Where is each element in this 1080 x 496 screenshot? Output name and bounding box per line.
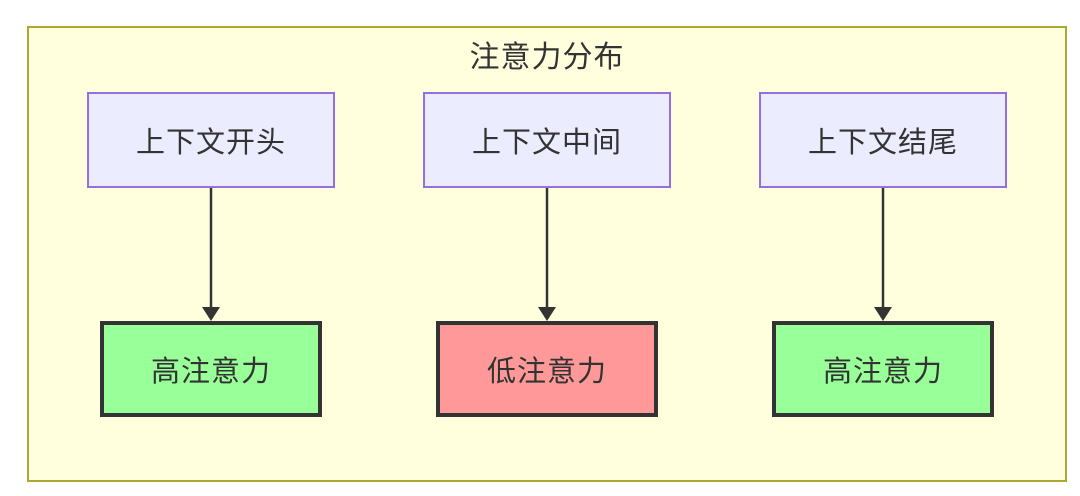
diagram-body: 上下文开头 高注意力 上下文中间 低注意力 <box>87 92 1007 417</box>
attention-node-label: 高注意力 <box>822 356 943 388</box>
arrow-connector <box>202 188 220 321</box>
arrow-head-icon <box>202 307 220 321</box>
attention-node: 高注意力 <box>772 321 994 417</box>
context-node: 上下文中间 <box>423 92 671 188</box>
context-node: 上下文结尾 <box>759 92 1007 188</box>
attention-node: 低注意力 <box>436 321 658 417</box>
diagram-title: 注意力分布 <box>469 41 625 74</box>
attention-node: 高注意力 <box>100 321 322 417</box>
arrow-head-icon <box>538 307 556 321</box>
arrow-connector <box>874 188 892 321</box>
arrow-head-icon <box>874 307 892 321</box>
diagram-column: 上下文结尾 高注意力 <box>759 92 1007 417</box>
diagram-column: 上下文开头 高注意力 <box>87 92 335 417</box>
context-node-label: 上下文中间 <box>471 127 622 159</box>
attention-node-label: 高注意力 <box>150 356 271 388</box>
context-node: 上下文开头 <box>87 92 335 188</box>
attention-node-label: 低注意力 <box>486 356 607 388</box>
context-node-label: 上下文结尾 <box>807 127 958 159</box>
context-node-label: 上下文开头 <box>135 127 286 159</box>
diagram-column: 上下文中间 低注意力 <box>423 92 671 417</box>
diagram-frame: 注意力分布 上下文开头 高注意力 上下文中间 <box>27 26 1067 482</box>
arrow-connector <box>538 188 556 321</box>
